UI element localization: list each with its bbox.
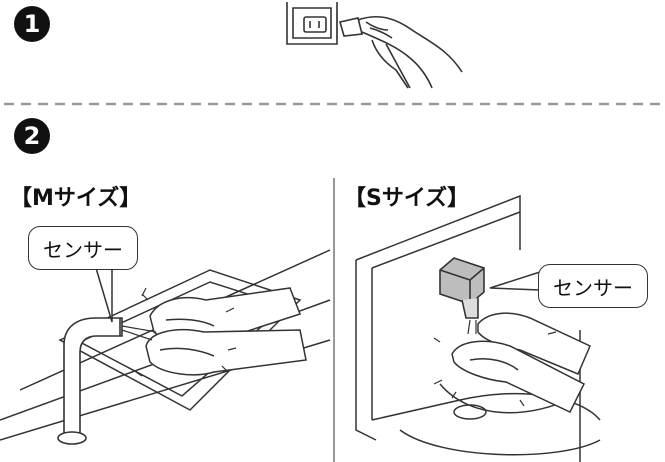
panel-label-s: 【Sサイズ】: [344, 180, 469, 212]
faucet-sensor-s-icon: [440, 258, 484, 318]
step-2-number: 2: [24, 122, 41, 150]
step-2-badge: 2: [14, 118, 50, 154]
callout-pointer-s: [490, 272, 540, 290]
faucet-sensor-m-icon: [58, 318, 122, 444]
panel-label-m: 【Mサイズ】: [10, 180, 141, 212]
hand-plug-icon: [340, 17, 462, 88]
plug-in-outlet-icon: [287, 2, 337, 44]
sensor-callout-s: センサー: [538, 264, 648, 308]
callout-pointer-m: [96, 268, 112, 322]
sensor-callout-m: センサー: [28, 226, 138, 270]
hands-washing-icon: [146, 288, 306, 375]
